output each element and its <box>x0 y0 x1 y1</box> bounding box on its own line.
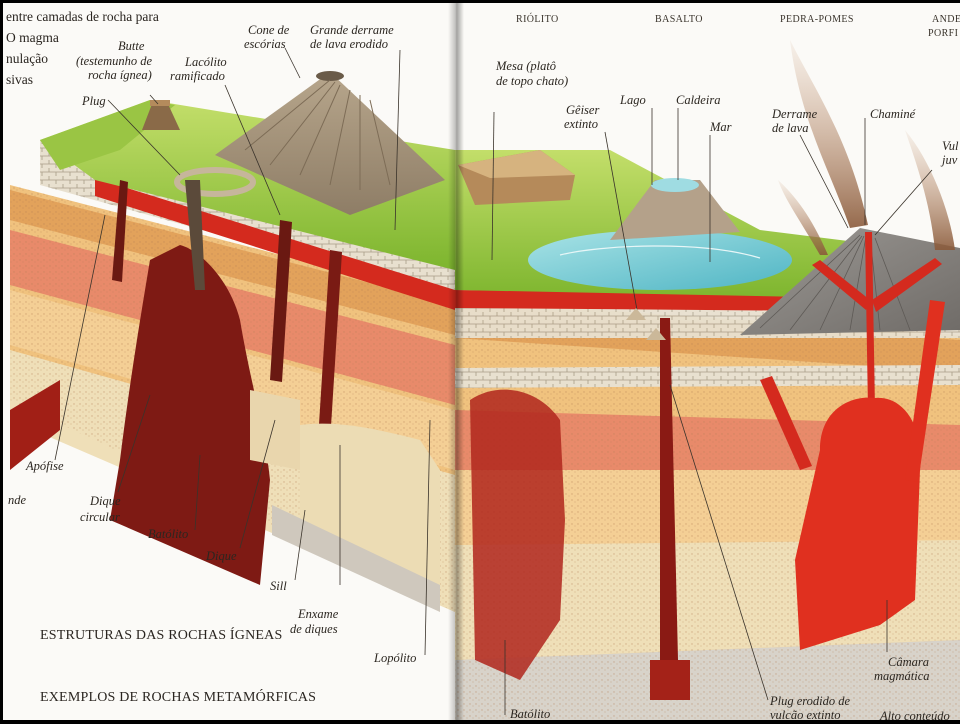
label-derrame-lava-2: de lava <box>772 122 808 135</box>
label-dique-circular-1: Dique <box>90 495 121 508</box>
label-mesa-2: de topo chato) <box>496 75 568 88</box>
scan-border-left <box>0 0 3 724</box>
heading-estruturas-igneas: ESTRUTURAS DAS ROCHAS ÍGNEAS <box>40 628 282 644</box>
rock-type-basalto: BASALTO <box>655 14 703 25</box>
label-geiser-1: Gêiser <box>566 104 599 117</box>
scan-border-bottom <box>0 720 960 724</box>
label-chamine: Chaminé <box>870 108 915 121</box>
rock-type-porfirito: PORFI <box>928 28 958 39</box>
label-dique: Dique <box>206 550 237 563</box>
intro-text-line-3: nulação <box>6 48 48 69</box>
label-lago: Lago <box>620 94 646 107</box>
intro-text-line-4: sivas <box>6 69 33 90</box>
label-plug-erodido-1: Plug erodido de <box>770 695 850 708</box>
label-batolito-left: Batólito <box>148 528 188 541</box>
intro-text-line-2: O magma <box>6 27 59 48</box>
label-cone-2: escórias <box>244 38 286 51</box>
label-ande: nde <box>8 494 26 507</box>
label-camara-1: Câmara <box>888 656 929 669</box>
intro-text-line-1: entre camadas de rocha para <box>6 6 159 27</box>
label-apofise: Apófise <box>26 460 64 473</box>
label-vulcao-1: Vul <box>942 140 958 153</box>
label-caldeira: Caldeira <box>676 94 720 107</box>
label-derrame-grande-1: Grande derrame <box>310 24 394 37</box>
label-lacolito-2: ramificado <box>170 70 225 83</box>
label-lopolito: Lopólito <box>374 652 416 665</box>
label-camara-2: magmática <box>874 670 930 683</box>
label-enxame-2: de diques <box>290 623 338 636</box>
label-cone-1: Cone de <box>248 24 289 37</box>
label-vulcao-2: juv <box>942 154 957 167</box>
label-butte-note-1: (testemunho de <box>76 55 152 68</box>
scan-border-top <box>0 0 960 3</box>
label-mar: Mar <box>710 121 732 134</box>
label-mesa-1: Mesa (platô <box>496 60 556 73</box>
label-sill: Sill <box>270 580 287 593</box>
label-dique-circular-2: circular <box>80 511 120 524</box>
rock-type-riolito: RIÓLITO <box>516 14 559 25</box>
rock-type-andesito: ANDE <box>932 14 960 25</box>
label-enxame-1: Enxame <box>298 608 338 621</box>
label-plug: Plug <box>82 95 106 108</box>
label-derrame-grande-2: de lava erodido <box>310 38 388 51</box>
label-derrame-lava-1: Derrame <box>772 108 817 121</box>
label-butte-note-2: rocha ígnea) <box>88 69 152 82</box>
label-lacolito-1: Lacólito <box>185 56 227 69</box>
label-geiser-2: extinto <box>564 118 598 131</box>
label-butte: Butte <box>118 40 144 53</box>
rock-type-pedra-pomes: PEDRA-POMES <box>780 14 854 25</box>
heading-rochas-metamorficas: EXEMPLOS DE ROCHAS METAMÓRFICAS <box>40 690 316 706</box>
